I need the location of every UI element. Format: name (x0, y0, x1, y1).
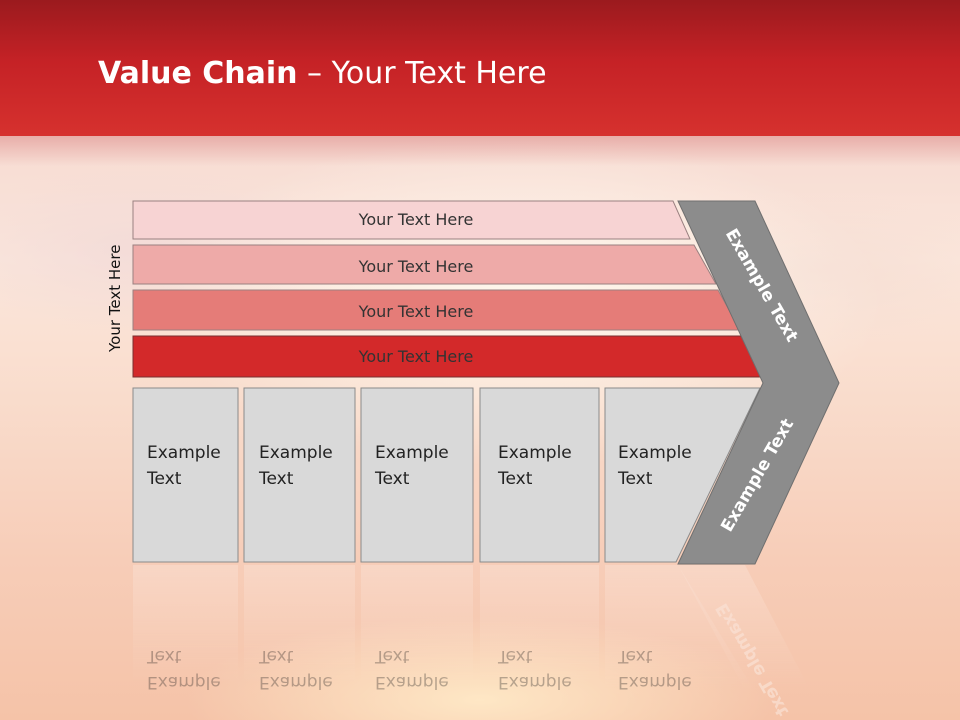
box-1[interactable]: Example Text (132, 387, 239, 563)
reflection-text-3: Example (375, 672, 449, 692)
header-bar (0, 0, 960, 136)
reflection-text-5b: Text (617, 646, 653, 666)
bar-1-label: Your Text Here (358, 210, 474, 229)
header-band (0, 136, 960, 166)
box-2-line2: Text (258, 469, 294, 489)
box-2-line1: Example (259, 443, 333, 463)
reflection-text-2: Example (259, 672, 333, 692)
box-3-line2: Text (374, 469, 410, 489)
box-5[interactable]: Example Text (604, 387, 761, 563)
reflection-text-5: Example (618, 672, 692, 692)
box-4-line1: Example (498, 443, 572, 463)
box-3-line1: Example (375, 443, 449, 463)
box-1-line2: Text (146, 469, 182, 489)
chevron-arrow[interactable]: Example Text Example Text (677, 200, 840, 565)
box-1-line1: Example (147, 443, 221, 463)
bar-3[interactable]: Your Text Here (132, 289, 741, 331)
bar-3-label: Your Text Here (358, 302, 474, 321)
box-5-line2: Text (617, 469, 653, 489)
reflection-text-2b: Text (258, 646, 294, 666)
reflection-text-1: Example (147, 672, 221, 692)
reflection-text-3b: Text (374, 646, 410, 666)
bar-4[interactable]: Your Text Here (132, 335, 765, 378)
bar-4-label: Your Text Here (358, 347, 474, 366)
box-3[interactable]: Example Text (360, 387, 474, 563)
box-4[interactable]: Example Text (479, 387, 600, 563)
reflection-text-4b: Text (497, 646, 533, 666)
bar-2[interactable]: Your Text Here (132, 244, 717, 285)
bar-1[interactable]: Your Text Here (132, 200, 691, 240)
box-2[interactable]: Example Text (243, 387, 356, 563)
reflection-text-1b: Text (146, 646, 182, 666)
box-4-line2: Text (497, 469, 533, 489)
title-bold: Value Chain (98, 56, 298, 91)
slide-title[interactable]: Value Chain – Your Text Here (98, 54, 547, 94)
reflection-text-4: Example (498, 672, 572, 692)
title-rest: – Your Text Here (297, 56, 547, 91)
reflection: Example Text Example Text Example Text E… (133, 565, 810, 720)
box-5-line1: Example (618, 443, 692, 463)
bar-2-label: Your Text Here (358, 257, 474, 276)
